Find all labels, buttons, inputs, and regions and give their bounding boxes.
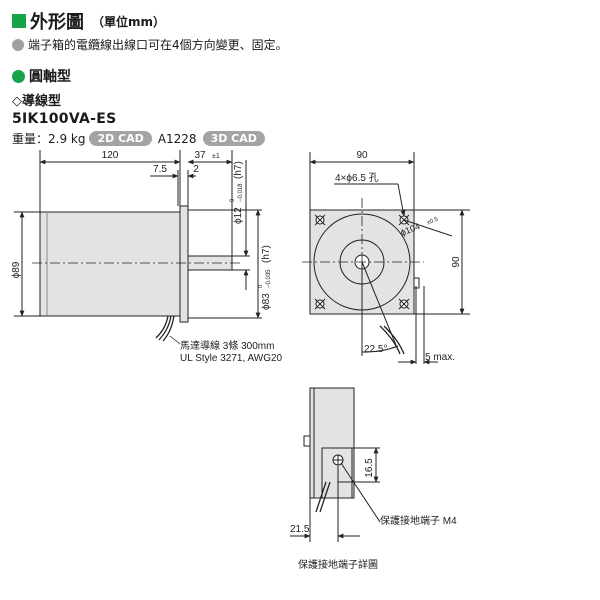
dia-pilot: ϕ83	[261, 293, 272, 310]
shaft-type-row: 圓軸型	[12, 66, 71, 86]
section-title: 外形圖 （單位mm）	[12, 8, 165, 34]
lead-wire	[155, 315, 169, 339]
dia-pilot-tol-lower: −0.035	[266, 269, 272, 288]
weight-row: 重量：2.9 kg 2D CAD A1228 3D CAD	[12, 130, 269, 147]
dia-shaft: ϕ12	[233, 207, 244, 224]
dim-shaft-length: 37	[194, 150, 206, 161]
dia-body: ϕ89	[11, 261, 22, 278]
dim-16-5: 16.5	[364, 458, 375, 478]
dia-shaft-tol-lower: −0.018	[238, 183, 244, 202]
shaft-type-text: 圓軸型	[29, 69, 71, 85]
dia-pilot-fit: (h7)	[261, 245, 272, 263]
dia-shaft-tol-upper: 0	[230, 198, 236, 202]
title-text: 外形圖	[30, 12, 84, 33]
dim-21-5: 21.5	[290, 524, 310, 535]
dia-pilot-label: ϕ83 0 −0.035 (h7)	[258, 245, 272, 310]
unit-text: （單位mm）	[92, 14, 166, 29]
dim-front-width: 90	[356, 150, 368, 161]
flange	[179, 205, 189, 323]
dim-body-length: 120	[102, 150, 119, 161]
weight-text: 重量：2.9 kg	[12, 132, 86, 146]
drawing-code: A1228	[157, 131, 197, 146]
dim-front-height: 90	[451, 256, 462, 268]
note-text: 端子箱的電纜線出線口可在4個方向變更、固定。	[28, 38, 288, 52]
dia-pilot-tol-upper: 0	[258, 284, 264, 288]
dim-2: 2	[193, 164, 199, 175]
dim-7-5: 7.5	[153, 164, 167, 175]
front-view	[302, 152, 470, 365]
green-bullet-icon	[12, 69, 25, 83]
terminal-caption: 保護接地端子詳圖	[298, 558, 378, 571]
model-name: 5IK100VA-ES	[12, 111, 117, 127]
side-view	[14, 150, 262, 345]
motor-body	[39, 211, 181, 317]
dia-shaft-label: ϕ12 0 −0.018 (h7)	[230, 161, 244, 224]
ground-terminal-label: 保護接地端子 M4	[380, 514, 457, 527]
cad-3d-button[interactable]: 3D CAD	[202, 131, 265, 146]
max-label: 5 max.	[425, 352, 455, 363]
dim-shaft-tol: ±1	[212, 153, 220, 160]
holes-label: 4×ϕ6.5 孔	[335, 172, 379, 184]
terminal-view	[290, 387, 381, 542]
pcd-tol: ±0.5	[426, 216, 440, 226]
grey-bullet-icon	[12, 38, 24, 51]
cad-2d-button[interactable]: 2D CAD	[89, 131, 152, 146]
green-square-icon	[12, 14, 26, 28]
lead-type-text: ◇導線型	[12, 94, 61, 109]
dia-shaft-fit: (h7)	[233, 161, 244, 179]
note-row: 端子箱的電纜線出線口可在4個方向變更、固定。	[12, 36, 288, 53]
lead-label-2: UL Style 3271, AWG20	[180, 353, 283, 364]
lead-label-1: 馬達導線 3條 300mm	[180, 339, 274, 352]
angle-label: 22.5°	[364, 344, 387, 355]
